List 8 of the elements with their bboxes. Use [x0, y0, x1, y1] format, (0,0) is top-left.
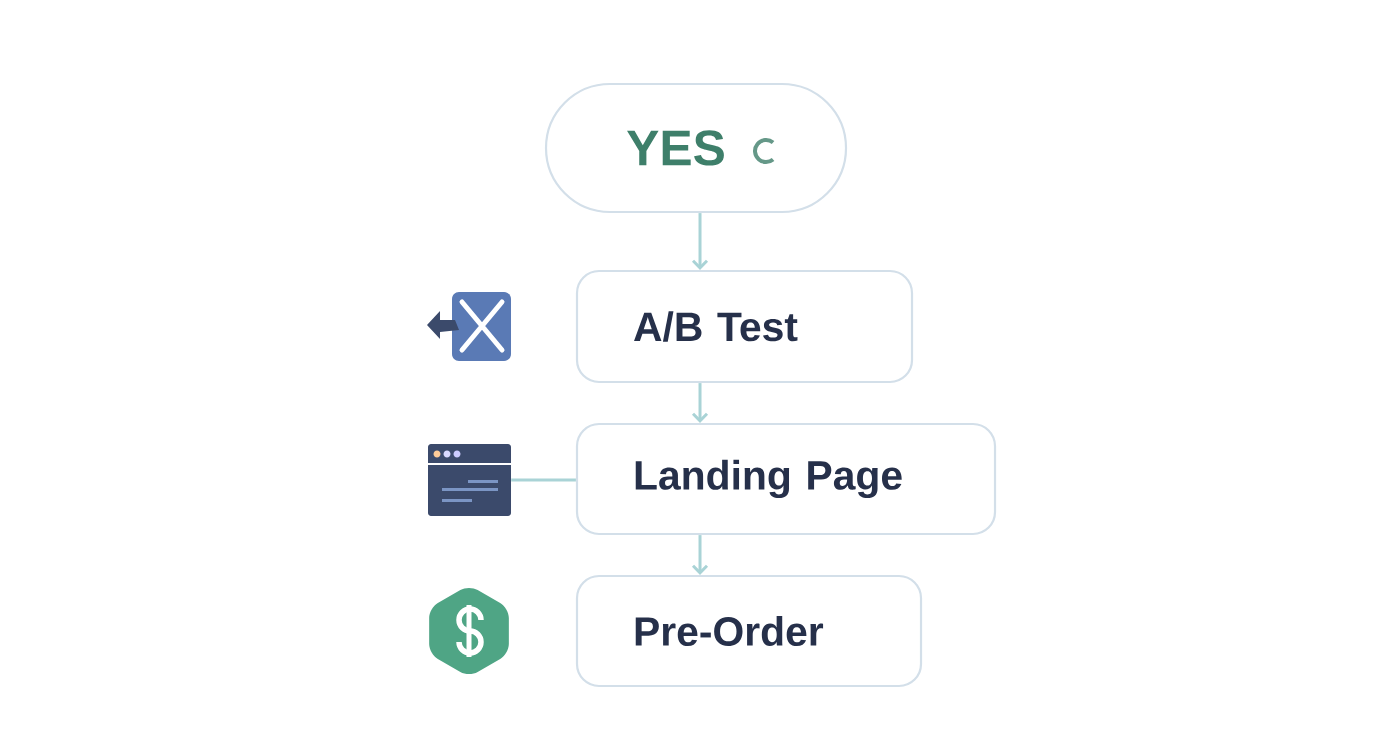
browser-window-icon [428, 444, 511, 516]
process-box: Landing Page [575, 422, 997, 536]
process-box: Pre-Order [575, 574, 923, 688]
process-box: A/B Test [575, 269, 914, 384]
start-pill: YES [544, 82, 848, 214]
arrow [691, 535, 709, 575]
arrow [691, 213, 709, 270]
arrow [691, 383, 709, 423]
